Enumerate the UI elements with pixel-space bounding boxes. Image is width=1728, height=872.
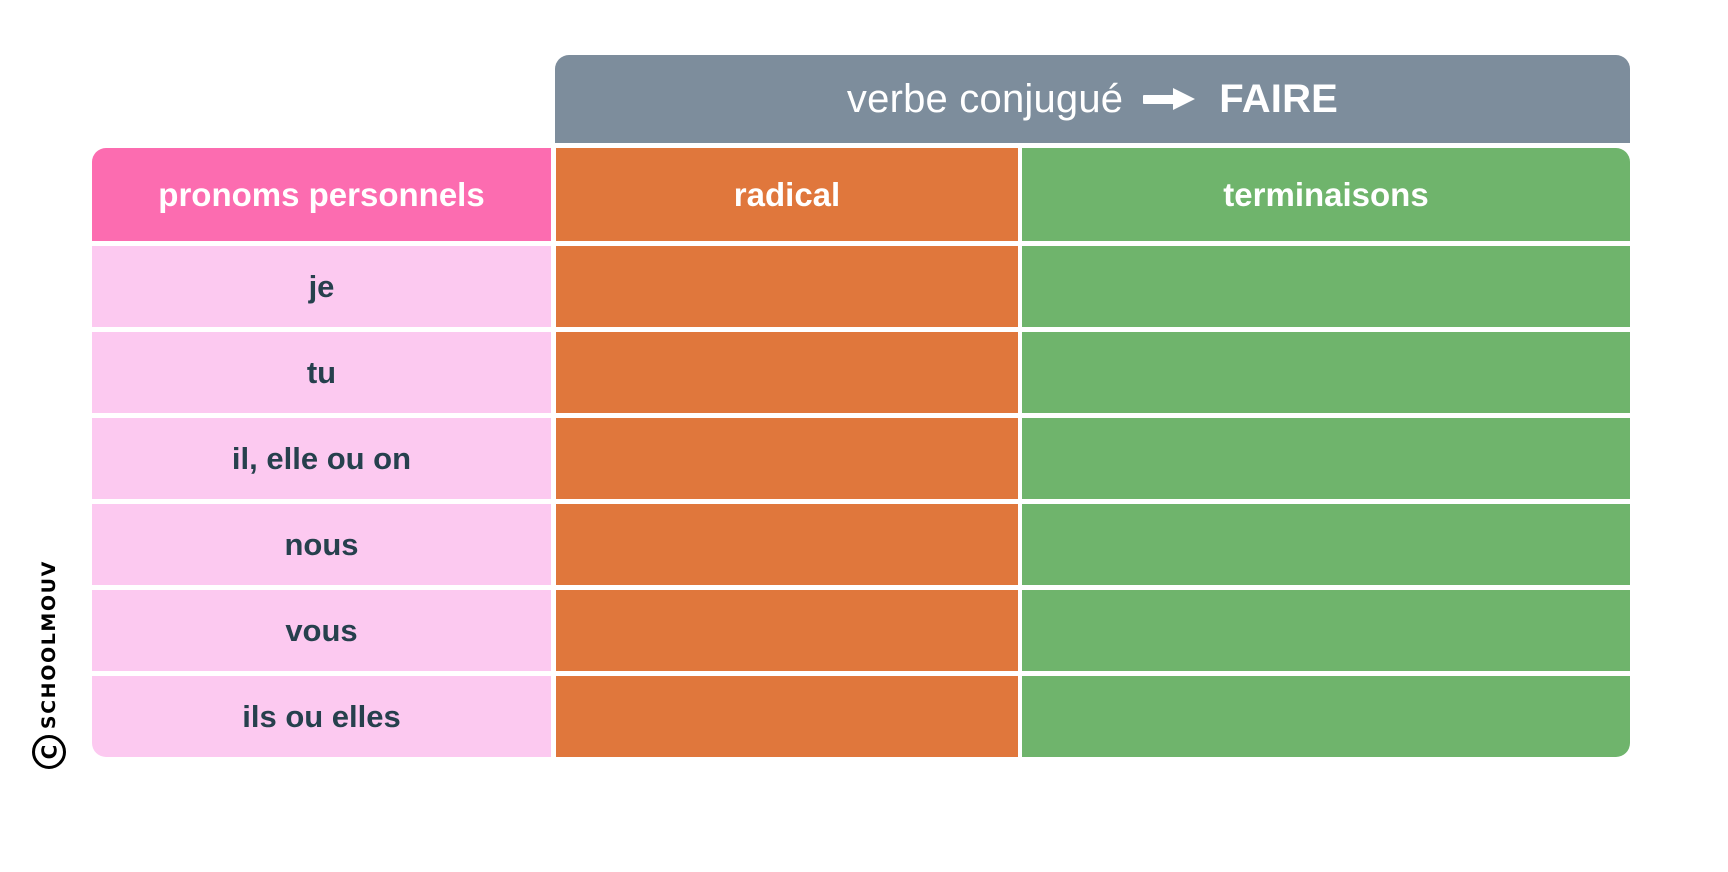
terminaison-cell[interactable] <box>1022 246 1630 327</box>
terminaison-cell[interactable] <box>1022 418 1630 499</box>
header-pronouns: pronoms personnels <box>92 148 551 241</box>
table-row: tu <box>92 332 1630 413</box>
pronoun-cell: ils ou elles <box>92 676 551 757</box>
verb-banner-text: verbe conjugué FAIRE <box>847 77 1338 122</box>
copyright-letter: C <box>37 744 61 760</box>
table-grid: pronoms personnels radical terminaisons … <box>92 148 1630 757</box>
terminaison-cell[interactable] <box>1022 332 1630 413</box>
radical-cell[interactable] <box>556 504 1018 585</box>
pronoun-cell: je <box>92 246 551 327</box>
table-row: il, elle ou on <box>92 418 1630 499</box>
right-arrow-icon <box>1143 88 1199 110</box>
banner-spacer <box>92 55 555 143</box>
pronoun-cell: vous <box>92 590 551 671</box>
terminaison-cell[interactable] <box>1022 676 1630 757</box>
table-row: nous <box>92 504 1630 585</box>
table-row: je <box>92 246 1630 327</box>
radical-cell[interactable] <box>556 246 1018 327</box>
header-terminaisons: terminaisons <box>1022 148 1630 241</box>
radical-cell[interactable] <box>556 676 1018 757</box>
header-radical: radical <box>556 148 1018 241</box>
verb-banner-label: verbe conjugué <box>846 76 1124 121</box>
verb-banner: verbe conjugué FAIRE <box>555 55 1630 143</box>
table-row: ils ou elles <box>92 676 1630 757</box>
conjugation-table: verbe conjugué FAIRE pronoms personnels … <box>92 55 1630 757</box>
pronoun-cell: nous <box>92 504 551 585</box>
terminaison-cell[interactable] <box>1022 590 1630 671</box>
verb-banner-verb: FAIRE <box>1219 76 1339 121</box>
terminaison-cell[interactable] <box>1022 504 1630 585</box>
radical-cell[interactable] <box>556 590 1018 671</box>
pronoun-cell: il, elle ou on <box>92 418 551 499</box>
brand-watermark: SCHOOLMOUV C <box>14 560 84 820</box>
table-banner-row: verbe conjugué FAIRE <box>92 55 1630 143</box>
brand-name-label: SCHOOLMOUV <box>37 560 60 730</box>
radical-cell[interactable] <box>556 418 1018 499</box>
radical-cell[interactable] <box>556 332 1018 413</box>
table-row: vous <box>92 590 1630 671</box>
copyright-icon: C <box>32 735 66 770</box>
pronoun-cell: tu <box>92 332 551 413</box>
table-header-row: pronoms personnels radical terminaisons <box>92 148 1630 241</box>
